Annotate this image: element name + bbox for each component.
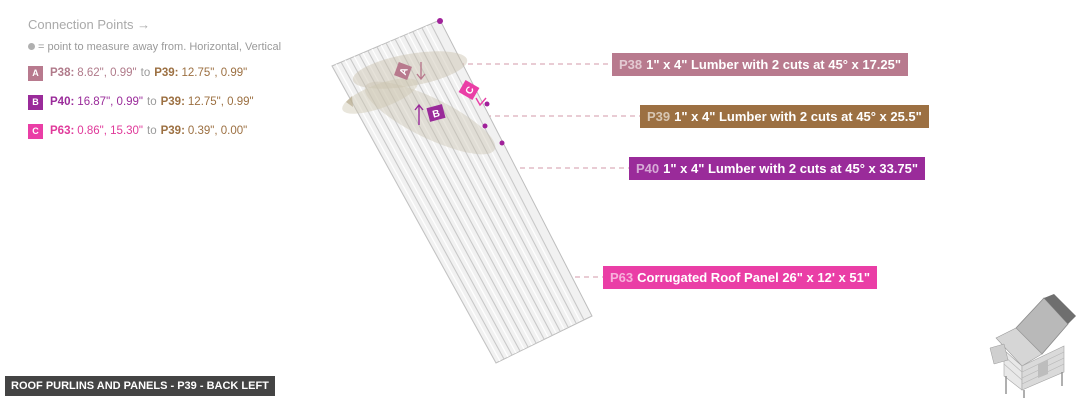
connection-to-label: P39: xyxy=(160,96,185,108)
chevron-down-icon xyxy=(475,97,487,107)
connection-from-label: P63: xyxy=(50,125,75,137)
legend-title: Connection Points → xyxy=(28,17,151,32)
step-caption: ROOF PURLINS AND PANELS - P39 - BACK LEF… xyxy=(5,376,275,396)
callout-p40-text: 1" x 4" Lumber with 2 cuts at 45° x 33.7… xyxy=(663,161,919,176)
connection-points-legend: Connection Points → = point to measure a… xyxy=(28,17,281,140)
connection-badge-c: C xyxy=(28,123,43,139)
connection-points xyxy=(437,18,505,146)
corrugated-roof-panel xyxy=(331,19,593,364)
connection-from-label: P38: xyxy=(50,67,75,79)
connection-to-label: P39: xyxy=(154,67,179,79)
callout-p39-code: P39 xyxy=(647,109,671,124)
connection-point xyxy=(482,123,488,129)
connection-from-value: 8.62", 0.99" xyxy=(77,67,137,79)
connection-point xyxy=(437,18,443,24)
connection-to-value: 12.75", 0.99" xyxy=(181,67,248,79)
connection-from-value: 16.87", 0.99" xyxy=(77,96,144,108)
callout-p40-code: P40 xyxy=(636,161,660,176)
point-dot-icon xyxy=(28,43,35,50)
marker-b: B xyxy=(414,103,446,125)
callout-p39-text: 1" x 4" Lumber with 2 cuts at 45° x 25.5… xyxy=(674,109,922,124)
marker-a: A xyxy=(394,62,426,81)
connection-badge-b: B xyxy=(28,94,43,110)
connection-point xyxy=(499,140,505,146)
connection-to-word: to xyxy=(140,67,151,79)
connection-from-label: P40: xyxy=(50,96,75,108)
callout-p38-text: 1" x 4" Lumber with 2 cuts at 45° x 17.2… xyxy=(646,57,902,72)
arrow-down-icon xyxy=(416,62,426,81)
connection-to-value: 0.39", 0.00" xyxy=(187,125,248,137)
marker-c-label: C xyxy=(464,85,477,97)
connection-to-label: P39: xyxy=(160,125,185,137)
purlin-p39 xyxy=(342,78,418,114)
legend-note: = point to measure away from. Horizontal… xyxy=(28,41,281,53)
connection-to-word: to xyxy=(147,125,157,137)
arrow-up-icon xyxy=(414,103,424,125)
marker-b-label: B xyxy=(431,108,441,120)
callout-p38-code: P38 xyxy=(619,57,643,72)
connection-row-c: C P63: 0.86", 15.30" to P39: 0.39", 0.00… xyxy=(28,122,281,140)
connection-point xyxy=(484,101,490,107)
callout-p63-text: Corrugated Roof Panel 26" x 12' x 51" xyxy=(637,270,871,285)
callout-p63-code: P63 xyxy=(610,270,634,285)
playhouse-thumbnail-icon xyxy=(989,294,1076,398)
connection-to-word: to xyxy=(147,96,157,108)
marker-a-label: A xyxy=(398,66,411,77)
connection-row-b: B P40: 16.87", 0.99" to P39: 12.75", 0.9… xyxy=(28,93,281,111)
connection-to-value: 12.75", 0.99" xyxy=(187,96,254,108)
marker-c: C xyxy=(458,79,487,107)
connection-row-a: A P38: 8.62", 0.99" to P39: 12.75", 0.99… xyxy=(28,64,281,82)
connection-badge-a: A xyxy=(28,65,43,81)
connection-from-value: 0.86", 15.30" xyxy=(77,125,144,137)
legend-note-text: = point to measure away from. Horizontal… xyxy=(38,41,282,53)
